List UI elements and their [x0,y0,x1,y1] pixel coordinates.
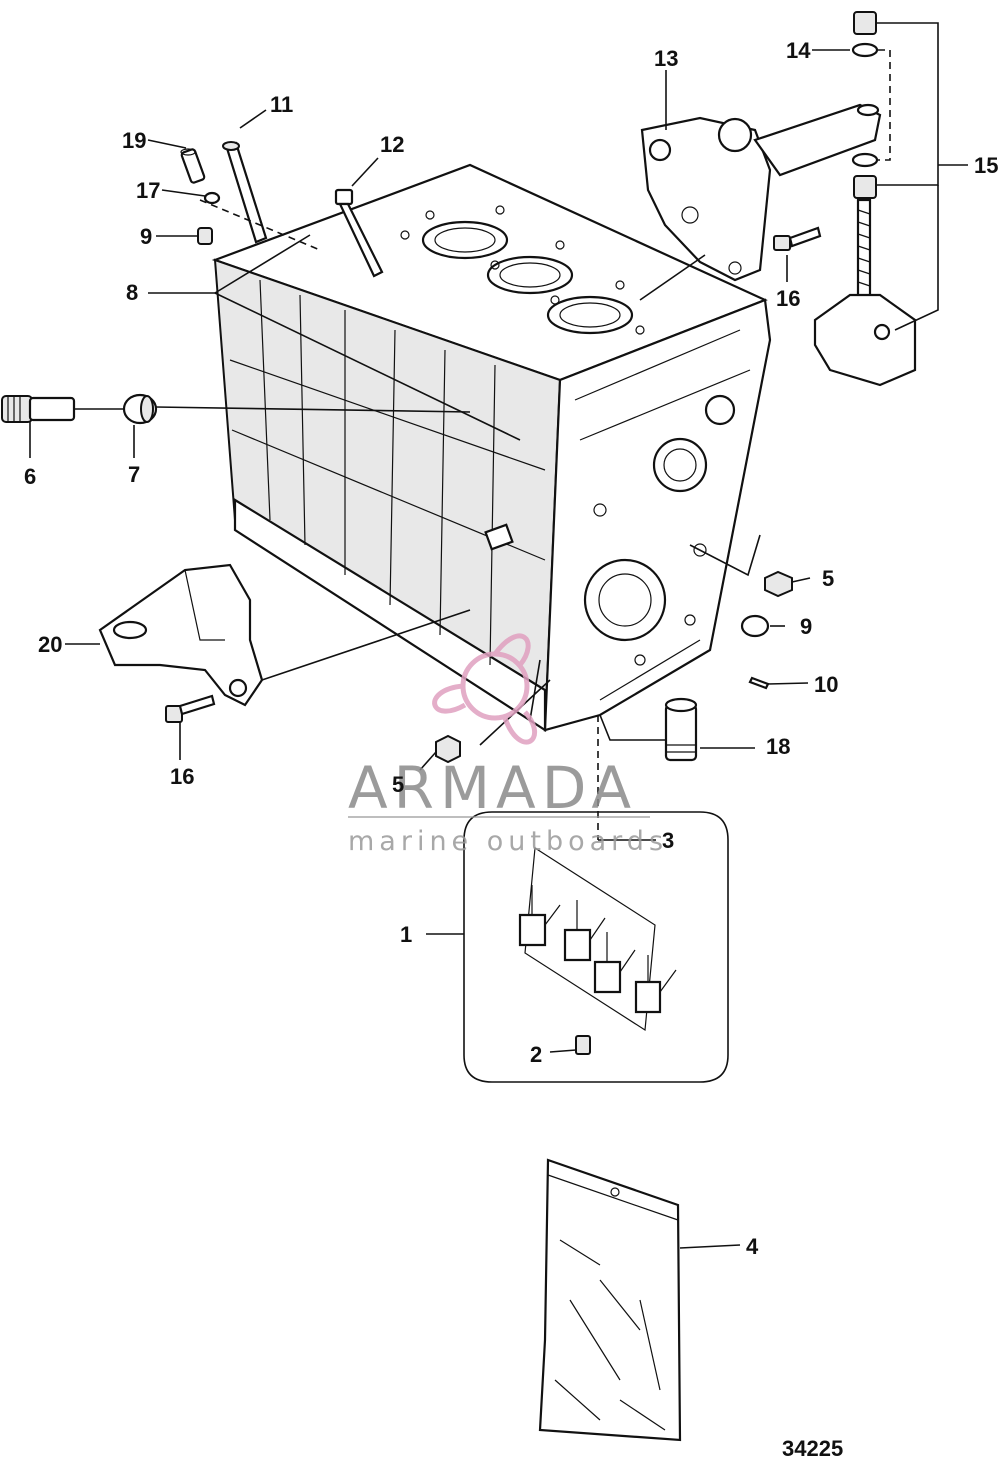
engine-block [211,163,772,733]
cooling-jet-1 [518,885,561,947]
leader-lines [29,22,968,1249]
callout-15: 15 [974,153,998,178]
armada-watermark: ARMADA marine outboards [348,633,668,857]
part-19-sleeve [180,148,206,184]
part-14-washer-stack [851,11,879,199]
callout-11: 11 [270,92,293,117]
callout-18: 18 [766,734,790,759]
callout-12: 12 [380,132,404,157]
cooling-jet-3 [593,932,636,994]
part-9-plug-front [740,614,770,638]
callout-13: 13 [654,46,678,71]
callout-7: 7 [128,462,140,487]
callout-1: 1 [400,922,412,947]
part-16-bolt-lower [165,694,216,723]
part-15-engine-mount [813,198,917,387]
part-6-sensor [1,395,76,423]
callout-14: 14 [786,38,811,63]
watermark-title: ARMADA [348,754,637,822]
callout-19: 19 [122,128,146,153]
part-18-fitting [664,697,698,762]
callout-5-lower: 5 [392,772,404,797]
part-9-plug-upper [197,227,213,245]
callout-17: 17 [136,178,160,203]
callout-16-upper: 16 [776,286,800,311]
callout-6: 6 [24,464,36,489]
cooling-jet-4 [634,955,677,1014]
callout-20: 20 [38,632,62,657]
part-2-screw [575,1035,591,1055]
callout-4: 4 [746,1234,759,1259]
part-10-pin [748,676,770,690]
callout-16-lower: 16 [170,764,194,789]
callout-8: 8 [126,280,138,305]
callout-2: 2 [530,1042,542,1067]
part-5-plug-front [764,570,793,598]
callout-9-upper: 9 [140,224,152,249]
part-16-bolt-upper [773,226,822,251]
callout-labels: 19 11 17 12 9 8 6 7 13 14 15 16 5 9 10 1… [24,38,998,1259]
watermark-subtitle: marine outboards [348,826,668,857]
part-5-plug-lower [435,734,461,764]
armada-logo-icon [432,633,538,745]
part-20-bracket [98,563,264,707]
callout-5-front: 5 [822,566,834,591]
kit-box-1 [463,811,729,1083]
part-4-hardware-bag [538,1158,682,1442]
part-12-bolt [334,188,384,278]
cooling-jet-2 [563,900,606,962]
figure-number: 34225 [782,1436,843,1461]
part-13-bracket [640,103,882,282]
callout-9-front: 9 [800,614,812,639]
part-17-o-ring [203,191,221,205]
callout-3: 3 [662,828,674,853]
part-11-dipstick-tube [222,141,268,244]
callout-10: 10 [814,672,838,697]
part-7-cup-plug [122,393,158,425]
